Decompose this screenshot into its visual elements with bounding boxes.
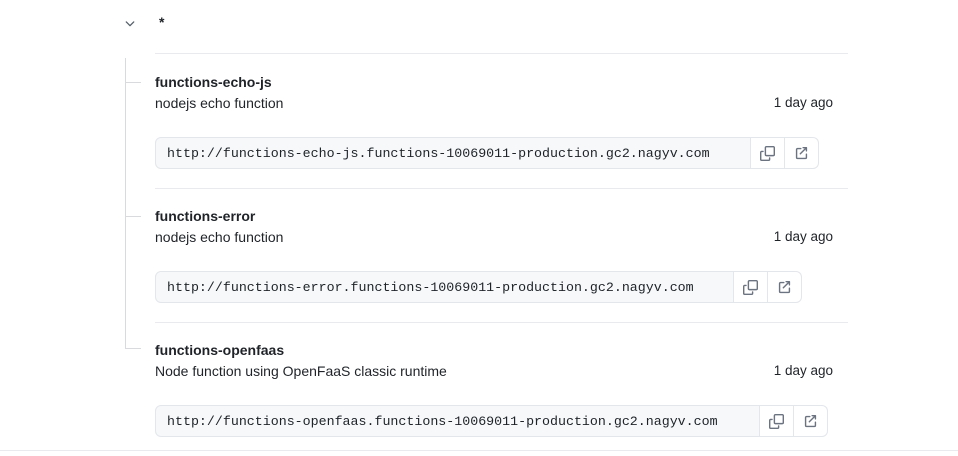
divider-1: [155, 188, 848, 189]
deployment-timestamp: 1 day ago: [773, 95, 833, 110]
open-url-button[interactable]: [768, 271, 802, 303]
external-link-icon: [777, 280, 792, 295]
deployment-description: nodejs echo function: [155, 95, 284, 111]
external-link-icon: [794, 146, 809, 161]
tree-stub-2: [126, 216, 141, 217]
copy-icon: [769, 413, 784, 429]
copy-icon: [743, 279, 758, 295]
tree-corner-3: [125, 348, 141, 349]
url-field[interactable]: http://functions-error.functions-1006901…: [155, 271, 734, 303]
tree-connector-line: [125, 58, 126, 348]
panel-header: *: [0, 0, 958, 45]
copy-url-button[interactable]: [734, 271, 768, 303]
deployment-timestamp: 1 day ago: [773, 363, 833, 378]
url-field[interactable]: http://functions-openfaas.functions-1006…: [155, 405, 760, 437]
external-link-icon: [803, 414, 818, 429]
copy-icon: [760, 145, 775, 161]
tree-stub-1: [126, 82, 141, 83]
deployment-description: nodejs echo function: [155, 229, 284, 245]
url-group: http://functions-error.functions-1006901…: [155, 271, 802, 303]
branch-label: *: [159, 14, 165, 30]
open-url-button[interactable]: [785, 137, 819, 169]
deployment-name: functions-openfaas: [155, 342, 285, 358]
deployment-name: functions-error: [155, 208, 256, 224]
deployment-name: functions-echo-js: [155, 74, 272, 90]
open-url-button[interactable]: [794, 405, 828, 437]
copy-url-button[interactable]: [760, 405, 794, 437]
deployment-timestamp: 1 day ago: [773, 229, 833, 244]
url-group: http://functions-echo-js.functions-10069…: [155, 137, 819, 169]
divider-bottom: [0, 450, 958, 451]
collapse-toggle-button[interactable]: [121, 14, 139, 32]
copy-url-button[interactable]: [751, 137, 785, 169]
divider-2: [155, 322, 848, 323]
chevron-down-icon: [123, 16, 137, 30]
url-group: http://functions-openfaas.functions-1006…: [155, 405, 828, 437]
divider-header: [155, 53, 848, 54]
url-field[interactable]: http://functions-echo-js.functions-10069…: [155, 137, 751, 169]
deployment-description: Node function using OpenFaaS classic run…: [155, 363, 447, 379]
